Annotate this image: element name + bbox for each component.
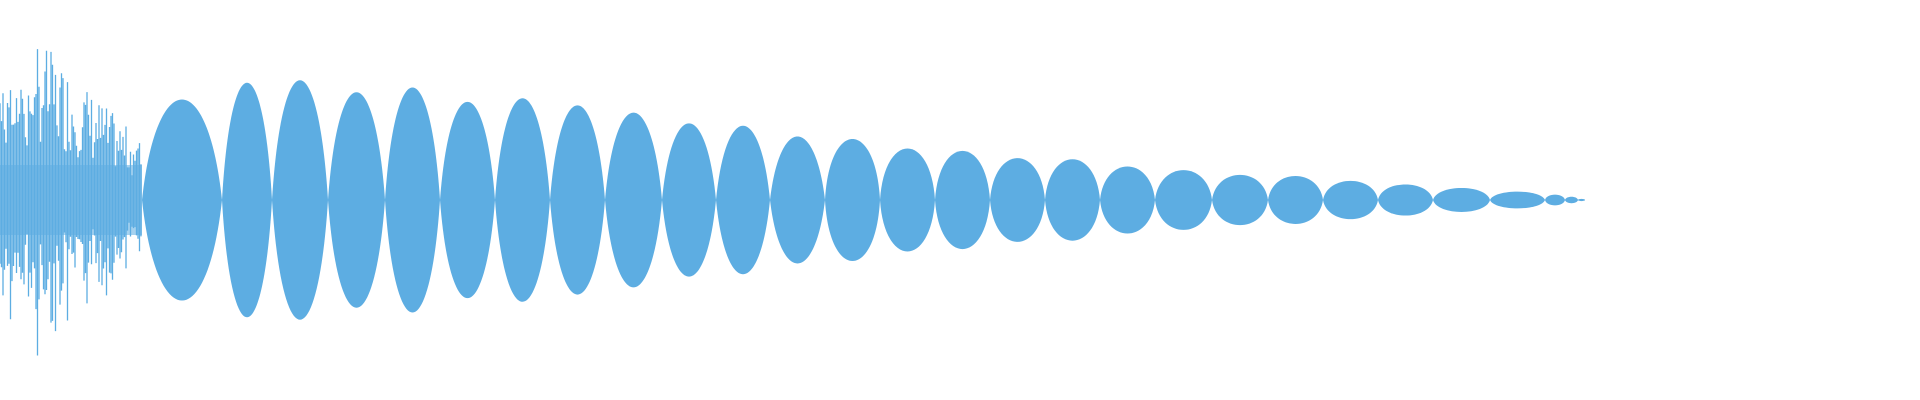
- waveform-lobe: [385, 87, 440, 313]
- waveform-lobe: [1545, 194, 1565, 206]
- waveform-lobe: [222, 82, 272, 318]
- waveform-lobe: [1045, 159, 1100, 241]
- waveform-attack-core: [0, 165, 142, 235]
- waveform-lobe: [1212, 174, 1268, 226]
- waveform-lobe: [716, 125, 770, 275]
- waveform-lobe: [1378, 184, 1433, 216]
- waveform-lobe: [770, 136, 825, 264]
- waveform-lobe: [440, 101, 495, 299]
- waveform-lobe: [605, 112, 662, 288]
- waveform-lobe: [662, 123, 716, 277]
- waveform-lobe: [272, 80, 328, 320]
- waveform-lobe: [495, 98, 550, 302]
- waveform-lobe: [550, 105, 605, 295]
- waveform-lobe: [1268, 176, 1323, 224]
- waveform-lobe: [1490, 191, 1545, 209]
- waveform-lobe: [935, 150, 990, 250]
- waveform-lobe: [328, 92, 385, 308]
- waveform-lobes: [142, 80, 1585, 320]
- waveform-lobe: [1155, 170, 1212, 230]
- waveform-transient: [0, 49, 142, 356]
- waveform-lobe: [825, 138, 880, 262]
- waveform-lobe: [1323, 180, 1378, 220]
- waveform-lobe: [1100, 166, 1155, 234]
- waveform-lobe: [142, 99, 222, 301]
- waveform-lobe: [1433, 188, 1490, 212]
- waveform-lobe: [880, 148, 935, 252]
- waveform-lobe: [990, 158, 1045, 242]
